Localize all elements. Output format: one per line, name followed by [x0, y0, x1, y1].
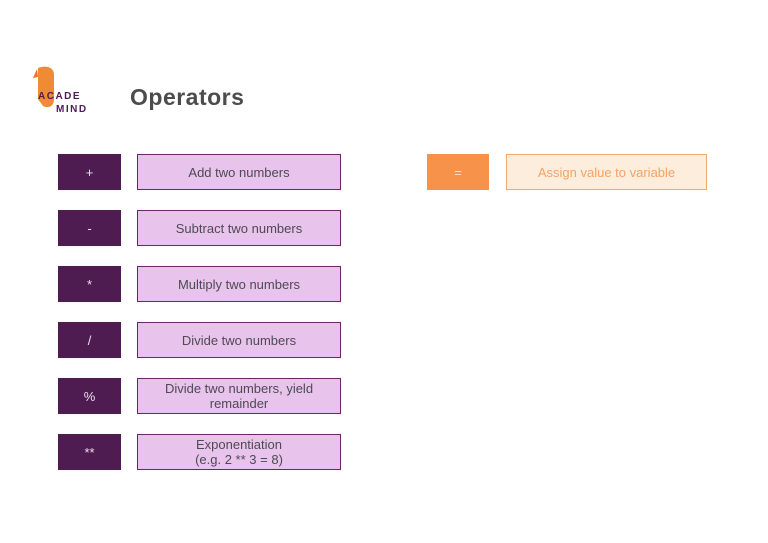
operator-symbol-box: - — [58, 210, 121, 246]
assignment-symbol-box: = — [427, 154, 489, 190]
logo-text-acade: ACADE — [38, 91, 82, 102]
operator-row-subtract: - Subtract two numbers — [58, 210, 341, 246]
operator-row-add: + Add two numbers — [58, 154, 341, 190]
operator-row-multiply: * Multiply two numbers — [58, 266, 341, 302]
operator-symbol-box: / — [58, 322, 121, 358]
academind-logo-text: ACADE MIND — [38, 90, 88, 116]
operator-symbol-box: ** — [58, 434, 121, 470]
logo-text-mind: MIND — [56, 104, 88, 115]
operator-symbol-box: + — [58, 154, 121, 190]
assignment-description-box: Assign value to variable — [506, 154, 707, 190]
operator-description-box: Divide two numbers, yield remainder — [137, 378, 341, 414]
operator-description-box: Exponentiation (e.g. 2 ** 3 = 8) — [137, 434, 341, 470]
operator-row-exponentiation: ** Exponentiation (e.g. 2 ** 3 = 8) — [58, 434, 341, 470]
operator-symbol-box: * — [58, 266, 121, 302]
academind-logo-icon — [33, 66, 54, 108]
assignment-operator-row: = Assign value to variable — [427, 154, 707, 190]
operator-list: + Add two numbers - Subtract two numbers… — [58, 154, 341, 490]
operator-description-box: Multiply two numbers — [137, 266, 341, 302]
operator-description-box: Subtract two numbers — [137, 210, 341, 246]
operator-description-box: Add two numbers — [137, 154, 341, 190]
operator-row-modulus: % Divide two numbers, yield remainder — [58, 378, 341, 414]
page-title: Operators — [130, 84, 245, 110]
operator-row-divide: / Divide two numbers — [58, 322, 341, 358]
academind-logo: ACADE MIND — [28, 66, 128, 122]
operator-symbol-box: % — [58, 378, 121, 414]
operator-description-box: Divide two numbers — [137, 322, 341, 358]
